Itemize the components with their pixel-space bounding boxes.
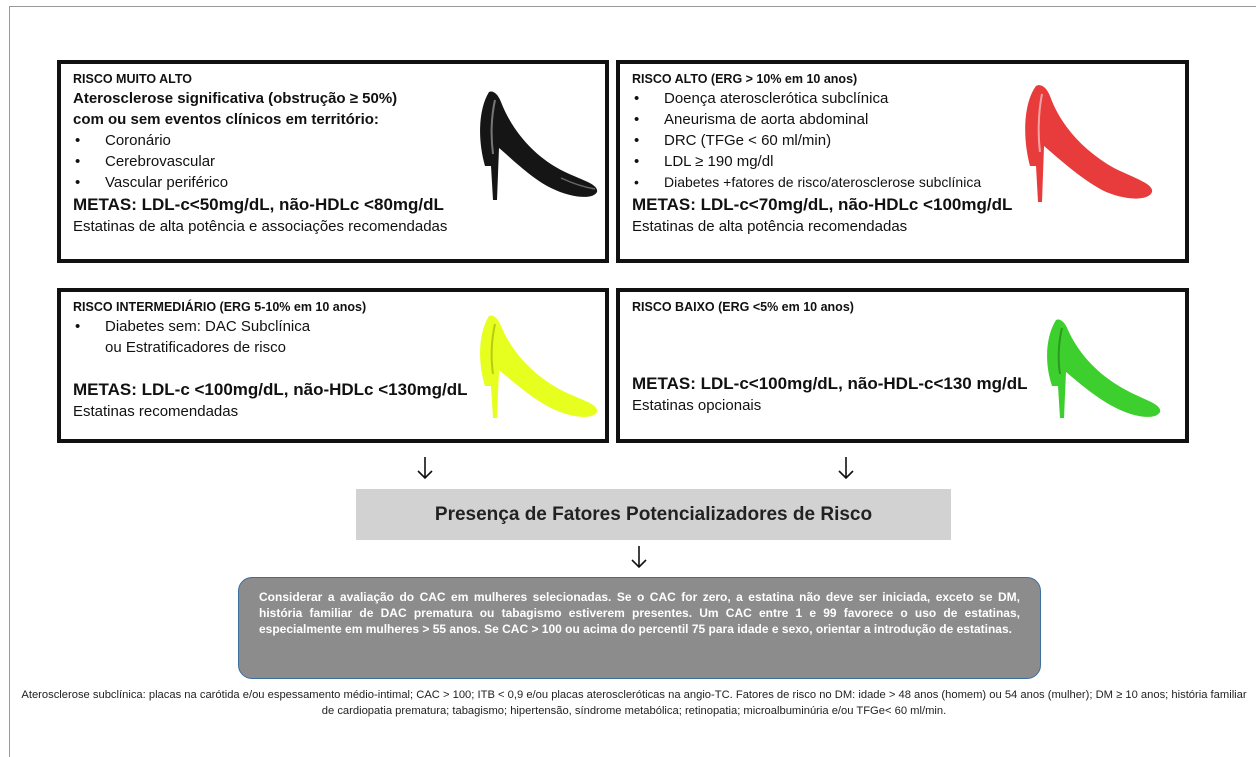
metas-line: METAS: LDL-c<100mg/dL, não-HDL-c<130 mg/… (632, 374, 1028, 393)
statin-note: Estatinas de alta potência e associações… (73, 218, 448, 235)
bullet-item: LDL ≥ 190 mg/dl (632, 151, 1173, 172)
statin-note: Estatinas opcionais (632, 397, 762, 414)
frame-left-line (9, 6, 10, 757)
down-arrow-icon (631, 545, 647, 569)
risk-title: RISCO BAIXO (ERG <5% em 10 anos) (632, 300, 854, 314)
bullet-list: Coronário Cerebrovascular Vascular perif… (73, 130, 593, 193)
bullet-item: Coronário (73, 130, 593, 151)
bullet-item: Doença aterosclerótica subclínica (632, 88, 1173, 109)
bullet-list: Doença aterosclerótica subclínica Aneuri… (632, 88, 1173, 193)
green-high-heel-image (1038, 316, 1163, 426)
bullet-list: Diabetes sem: DAC Subclínica (73, 316, 593, 337)
bullet-item: Vascular periférico (73, 172, 593, 193)
bullet-item: DRC (TFGe < 60 ml/min) (632, 130, 1173, 151)
risk-enhancers-bar: Presença de Fatores Potencializadores de… (356, 489, 951, 540)
risk-box-very-high: RISCO MUITO ALTO Aterosclerose significa… (57, 60, 609, 263)
bullet-item: Diabetes sem: DAC Subclínica (73, 316, 593, 337)
risk-title: RISCO ALTO (ERG > 10% em 10 anos) (632, 72, 858, 86)
risk-box-high: RISCO ALTO (ERG > 10% em 10 anos) Doença… (616, 60, 1189, 263)
statin-note: Estatinas de alta potência recomendadas (632, 218, 908, 235)
down-arrow-icon (417, 456, 433, 480)
shoe-body (1047, 319, 1161, 418)
metas-line: METAS: LDL-c <100mg/dL, não-HDLc <130mg/… (73, 380, 468, 399)
metas-line: METAS: LDL-c<70mg/dL, não-HDLc <100mg/dL (632, 195, 1013, 214)
risk-title: RISCO INTERMEDIÁRIO (ERG 5-10% em 10 ano… (73, 300, 367, 314)
risk-box-intermediate: RISCO INTERMEDIÁRIO (ERG 5-10% em 10 ano… (57, 288, 609, 443)
cac-recommendation-box: Considerar a avaliação do CAC em mulhere… (238, 577, 1041, 679)
bullet-item: Diabetes +fatores de risco/aterosclerose… (632, 172, 1173, 193)
bullet-item: Aneurisma de aorta abdominal (632, 109, 1173, 130)
subtitle-line: Aterosclerose significativa (obstrução ≥… (73, 90, 398, 107)
statin-note: Estatinas recomendadas (73, 403, 239, 420)
bullet-item: Cerebrovascular (73, 151, 593, 172)
footnote: Aterosclerose subclínica: placas na caró… (21, 689, 1247, 717)
risk-title: RISCO MUITO ALTO (73, 72, 192, 86)
subtitle-line: com ou sem eventos clínicos em territóri… (73, 111, 379, 128)
bullet-continuation: ou Estratificadores de risco (105, 339, 286, 356)
down-arrow-icon (838, 456, 854, 480)
metas-line: METAS: LDL-c<50mg/dL, não-HDLc <80mg/dL (73, 195, 444, 214)
risk-box-low: RISCO BAIXO (ERG <5% em 10 anos) METAS: … (616, 288, 1189, 443)
frame-top-line (9, 6, 1256, 7)
